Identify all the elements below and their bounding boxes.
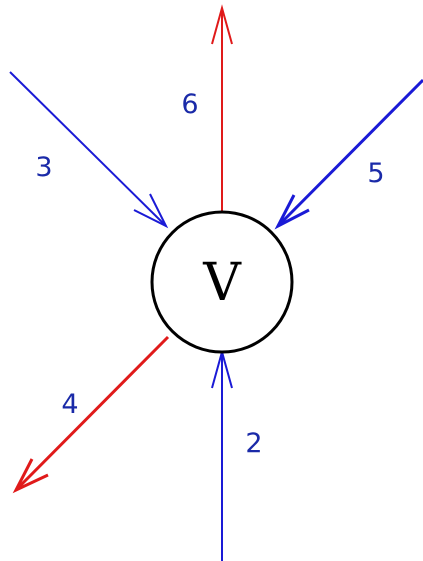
- edge-5-line: [276, 78, 423, 228]
- edge-4-arrowhead: [12, 458, 49, 494]
- edge-3-line: [9, 71, 167, 227]
- edge-5-label: 5: [367, 158, 384, 189]
- edge-2: [211, 348, 233, 561]
- edge-3-arrowhead: [133, 193, 169, 229]
- vertex-label: V: [202, 253, 242, 313]
- edge-2-label: 2: [245, 428, 262, 459]
- edge-6: [211, 4, 233, 212]
- edge-6-arrowhead: [211, 4, 233, 45]
- edge-3: [9, 71, 169, 229]
- edge-4-label: 4: [61, 389, 78, 420]
- edge-5: [274, 78, 423, 230]
- edge-5-arrowhead: [274, 194, 310, 230]
- edge-3-label: 3: [35, 152, 52, 183]
- edge-6-label: 6: [181, 89, 198, 120]
- edge-4: [12, 335, 170, 494]
- edge-4-line: [14, 335, 170, 492]
- vertex-circle: [150, 210, 294, 354]
